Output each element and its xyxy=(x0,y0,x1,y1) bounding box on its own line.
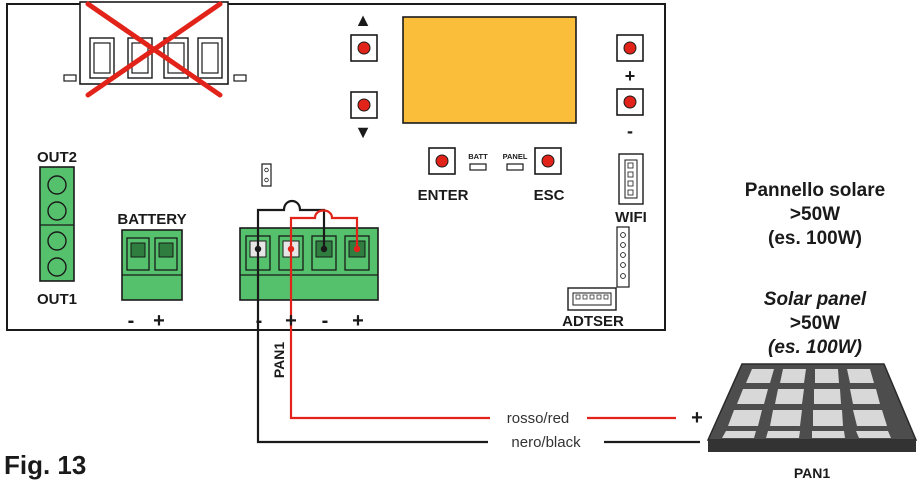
black-wire-label: nero/black xyxy=(511,434,581,451)
panel-plus-label: + xyxy=(691,407,703,429)
black-wire-dot xyxy=(254,245,262,253)
adtser-label: ADTSER xyxy=(562,313,624,330)
up-arrow-icon: ▲ xyxy=(354,10,372,30)
solar-power-it: >50W xyxy=(790,204,840,225)
plus-label: + xyxy=(625,66,636,86)
battery-minus-label: - xyxy=(128,310,135,332)
pan-minus-1: - xyxy=(256,310,263,332)
solar-example-en: (es. 100W) xyxy=(768,337,862,358)
esc-button[interactable] xyxy=(534,147,562,175)
wifi-label: WIFI xyxy=(615,209,647,226)
down-button[interactable] xyxy=(350,91,378,119)
pan-minus-2: - xyxy=(322,310,329,332)
red-wire xyxy=(289,209,676,420)
red-wire-label: rosso/red xyxy=(507,410,570,427)
solar-title-en: Solar panel xyxy=(764,289,867,310)
batt-led xyxy=(469,163,487,171)
battery-terminal xyxy=(121,229,183,301)
minus-button[interactable] xyxy=(616,88,644,116)
battery-label: BATTERY xyxy=(117,211,186,228)
plus-button[interactable] xyxy=(616,34,644,62)
down-arrow-icon: ▼ xyxy=(354,122,372,142)
enter-label: ENTER xyxy=(418,187,469,204)
disabled-connector xyxy=(63,1,247,85)
solar-power-en: >50W xyxy=(790,313,840,334)
pan-plus-1: + xyxy=(285,310,297,332)
minus-label: - xyxy=(627,121,633,141)
black-wire xyxy=(256,199,700,444)
up-button[interactable] xyxy=(350,34,378,62)
cross-out-mark xyxy=(85,1,223,98)
panel-led-label: PANEL xyxy=(503,152,528,161)
out1-label: OUT1 xyxy=(37,291,77,308)
pan1-vertical-label: PAN1 xyxy=(271,342,287,379)
figure-label: Fig. 13 xyxy=(4,450,86,480)
panel-pan1-label: PAN1 xyxy=(794,465,831,481)
panel-led xyxy=(506,163,524,171)
black-jumper-dot xyxy=(320,245,328,253)
solar-example-it: (es. 100W) xyxy=(768,228,862,249)
out-terminal xyxy=(39,166,75,282)
batt-led-label: BATT xyxy=(468,152,488,161)
red-wire-dot xyxy=(287,245,295,253)
pan-plus-2: + xyxy=(352,310,364,332)
battery-plus-label: + xyxy=(153,310,165,332)
jumper xyxy=(261,163,272,187)
red-jumper-dot xyxy=(353,245,361,253)
solar-panel-icon xyxy=(706,363,918,452)
adtser-connector xyxy=(567,287,617,311)
pin-header xyxy=(616,226,630,288)
lcd-display xyxy=(402,16,577,124)
enter-button[interactable] xyxy=(428,147,456,175)
wifi-connector xyxy=(618,153,644,205)
esc-label: ESC xyxy=(534,187,565,204)
solar-title-it: Pannello solare xyxy=(745,180,885,201)
out2-label: OUT2 xyxy=(37,149,77,166)
